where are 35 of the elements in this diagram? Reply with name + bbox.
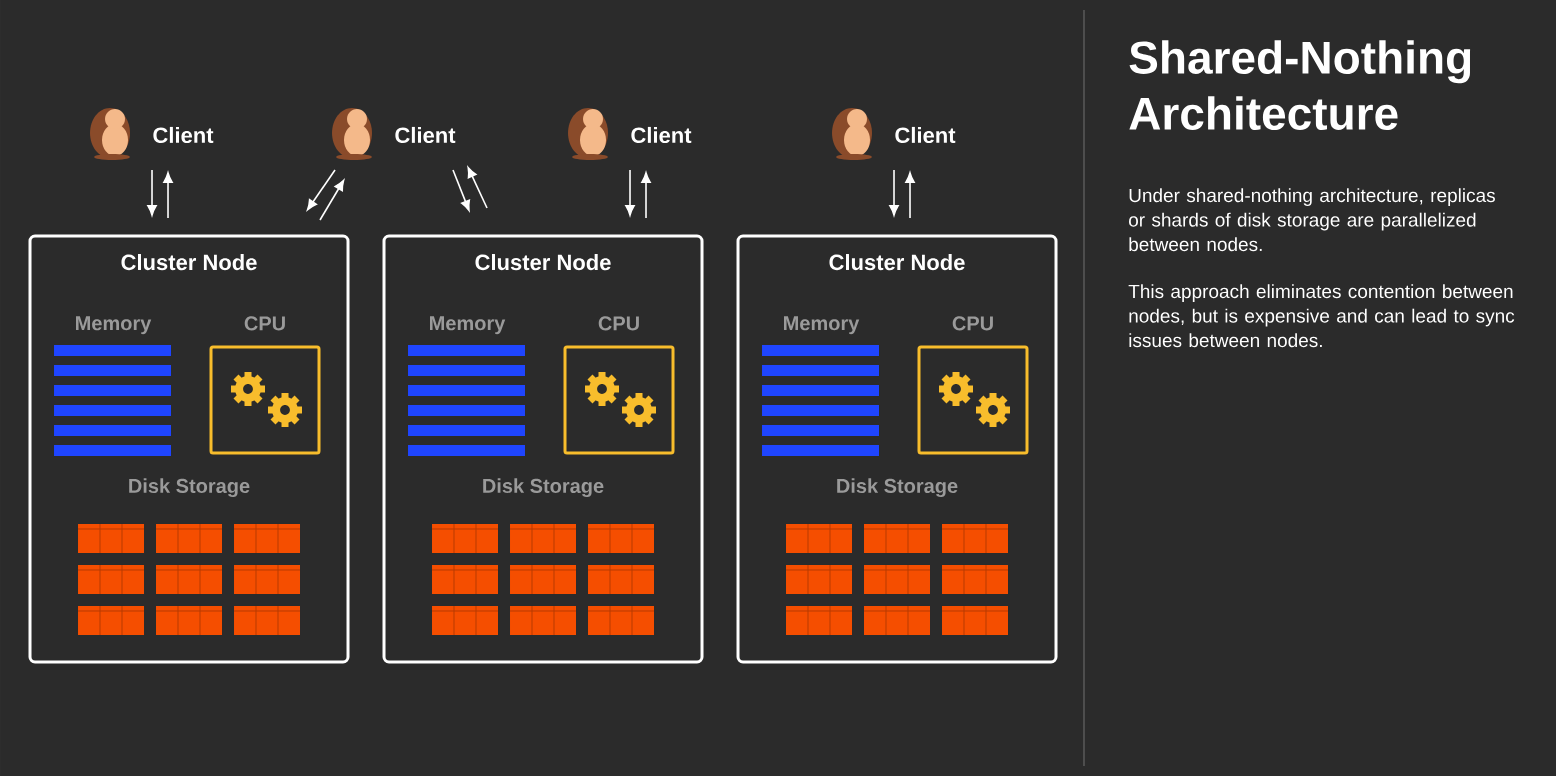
arrow (905, 172, 915, 219)
node-label: CPU (952, 316, 993, 331)
disk-storage-grid: Disk Storage (77, 478, 301, 636)
arrow (306, 169, 336, 211)
description-paragraph: Under shared-nothing architecture, replicas or shards of disk storage are parallelized between nodes. (1129, 188, 1495, 252)
title: Shared-Nothing Architecture (1129, 40, 1471, 130)
node-label: Disk Storage (129, 478, 250, 498)
client-label: Client (153, 126, 214, 144)
arrow (467, 166, 488, 209)
arrow (319, 179, 345, 221)
arrow (452, 169, 471, 212)
node-label: CPU (598, 316, 639, 331)
cpu-box: CPU (209, 316, 321, 455)
memory-bars: Memory (54, 316, 171, 456)
memory-bars: Memory (762, 316, 879, 456)
client-label: Client (395, 126, 456, 144)
disk-storage-grid: Disk Storage (785, 478, 1009, 636)
node-label: Disk Storage (483, 478, 604, 498)
description-paragraph: This approach eliminates contention between nodes, but is expensive and can lead to sync issues between nodes. (1128, 284, 1515, 348)
memory-bars: Memory (408, 316, 525, 456)
arrow (163, 172, 173, 219)
cpu-box: CPU (917, 316, 1029, 455)
client-label: Client (895, 126, 956, 144)
node-label: CPU (244, 316, 285, 331)
node-label: Memory (430, 316, 506, 335)
arrow (625, 169, 635, 216)
arrow (147, 169, 157, 216)
arrow (889, 169, 899, 216)
disk-storage-grid: Disk Storage (431, 478, 655, 636)
node-label: Memory (76, 316, 152, 335)
node-label: Disk Storage (837, 478, 958, 498)
node-label: Memory (784, 316, 860, 335)
client-label: Client (631, 126, 692, 144)
arrow (641, 172, 651, 219)
cpu-box: CPU (563, 316, 675, 455)
